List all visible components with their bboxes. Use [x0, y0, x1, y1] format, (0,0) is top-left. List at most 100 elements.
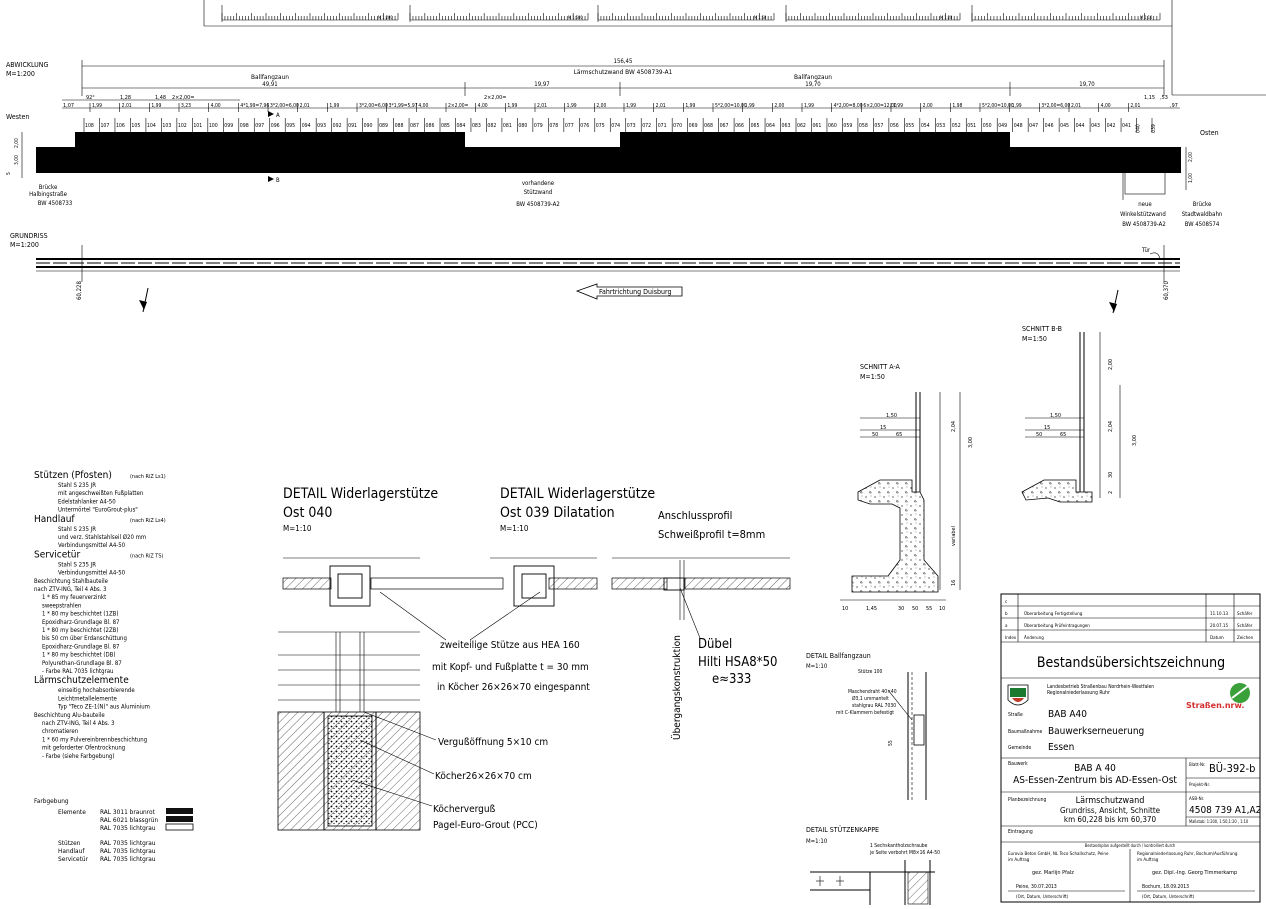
aa-dim-7: variabel	[951, 526, 957, 546]
grundriss-title: GRUNDRISS	[10, 232, 48, 240]
west-label: Westen	[6, 113, 29, 121]
bb-dim-9: 2	[1108, 491, 1114, 494]
post-number-072: 072	[642, 123, 651, 129]
spec-line-2-7: Epoxidharz-Grundlage Bl. 87	[42, 619, 119, 626]
sub-dim-24: 1,99	[804, 103, 814, 109]
post-number-090: 090	[364, 123, 373, 129]
station-left: 60,228	[76, 281, 83, 300]
gemeinde-value: Essen	[1048, 742, 1074, 753]
sub-dim-3: 3,23	[181, 103, 191, 109]
h-label-l3: 5	[6, 172, 12, 175]
stuetze-note-3: in Köcher 26×26×70 eingespannt	[437, 682, 590, 693]
strasse-value: BAB A40	[1048, 709, 1087, 720]
post-number-061: 061	[812, 123, 821, 129]
spec-line-2-13: - Farbe RAL 7035 lichtgrau	[42, 668, 113, 675]
post-number-067: 067	[720, 123, 729, 129]
post-number-051: 051	[967, 123, 976, 129]
rev-date-2: 20.07.15	[1210, 623, 1228, 629]
post-number-052: 052	[952, 123, 961, 129]
aa-dim-6: 3,00	[968, 437, 974, 448]
seg3-label: Ballfangzaun	[794, 73, 832, 81]
new-wall-3: BW 4508739-A2	[1122, 221, 1166, 228]
post-number-057: 057	[874, 123, 883, 129]
aa-title: SCHNITT A-A	[860, 363, 901, 371]
seg1-dim: 49,91	[262, 81, 277, 88]
h-label-r2: 1,00	[1188, 173, 1194, 183]
sub-dim-34: 4,00	[1101, 103, 1111, 109]
rev-date-3: Datum	[1210, 635, 1224, 641]
eintragung-label: Eintragung	[1008, 829, 1033, 835]
post-number-070: 070	[673, 123, 682, 129]
kappe-note-1: 1 Sechskantholzschraube	[870, 843, 928, 849]
spec-line-2-4: 1 * 85 my feuerverzinkt	[42, 594, 106, 601]
sub-dim-20: 1,99	[685, 103, 695, 109]
rev-name-3: Zeichen	[1237, 635, 1254, 641]
spec-line-2-8: 1 * 80 my beschichtet (2ZB)	[42, 627, 118, 634]
bb-dim-1: 1,50	[1050, 413, 1061, 419]
post-number-068: 068	[704, 123, 713, 129]
post-number-042: 042	[1107, 123, 1116, 129]
door-label: Tür	[1141, 247, 1151, 254]
post-number-049: 049	[998, 123, 1007, 129]
center-note-1: vorhandene	[522, 180, 555, 187]
spec-line-2-0: Stahl S 235 JR	[58, 561, 96, 568]
post-number-079: 079	[534, 123, 543, 129]
spec-line-3-7: mit geforderter Ofentrocknung	[42, 745, 125, 752]
left-dim-2x2: 2×2,00=	[172, 95, 194, 101]
elevation-view: ABWICKLUNG M=1:200 Westen Osten 156,45 L…	[6, 58, 1222, 228]
scale-label-3: M 1:50	[754, 15, 767, 20]
post-number-082: 082	[487, 123, 496, 129]
farb-other-2-code: RAL 7035 lichtgrau	[100, 847, 156, 855]
sub-dim-6: 3*2,00=6,00	[270, 103, 299, 109]
bauwerk-2: AS-Essen-Zentrum bis AD-Essen-Ost	[1013, 775, 1177, 786]
duebel-3: e≈333	[712, 672, 751, 687]
anschluss-2: Schweißprofil t=8mm	[658, 528, 765, 541]
direction-arrow	[575, 283, 683, 300]
rev-idx-2: a	[1005, 624, 1008, 629]
post-number-107: 107	[100, 123, 109, 129]
koecherverguss-1: Köcherverguß	[433, 804, 496, 815]
post-040-plan	[329, 565, 371, 607]
spec-head-3: Lärmschutzelemente	[34, 675, 129, 686]
bauwerk-1: BAB A 40	[1074, 763, 1116, 774]
rev-idx-0: c	[1005, 600, 1007, 605]
massnahme-value: Bauwerkserneuerung	[1048, 726, 1144, 737]
farb-row-2: RAL 6021 blassgrün	[100, 816, 158, 824]
spec-ref-2: (nach RiZ TS)	[130, 553, 163, 559]
marker-a-label: A	[276, 112, 280, 119]
wall-base-band	[36, 147, 1181, 173]
bridge-left-2: Halbingstraße	[29, 191, 68, 198]
rev-idx-3: Index	[1005, 635, 1017, 641]
sub-dim-33: 2,01	[1071, 103, 1081, 109]
direction-label: Fahrtrichtung Duisburg	[599, 288, 671, 296]
post-number-093: 093	[317, 123, 326, 129]
station-right: 60,370	[1163, 281, 1170, 300]
sub-dim-10: 3*1,99=5,97	[389, 103, 418, 109]
post-number-096: 096	[271, 123, 280, 129]
post-039-plan	[513, 565, 555, 607]
farb-other-3-code: RAL 7035 lichtgrau	[100, 855, 156, 863]
post-number-094: 094	[302, 123, 311, 129]
post-number-076: 076	[580, 123, 589, 129]
bridge-right-1: Brücke	[1193, 201, 1212, 208]
sub-dim-25: 4*2,00=8,00	[834, 103, 863, 109]
post-number-103: 103	[162, 123, 171, 129]
rev-date-1: 11.10.13	[1210, 611, 1228, 617]
color-legend: Farbgebung Elemente RAL 3011 braunrot RA…	[34, 797, 194, 863]
total-dim: 156,45	[614, 58, 633, 65]
post-number-098: 098	[240, 123, 249, 129]
swatch-lichtgrau	[165, 823, 194, 831]
detail-widerlager: DETAIL Widerlagerstütze Ost 040 M=1:10 D…	[277, 486, 791, 831]
verguss-label: Vergußöffnung 5×10 cm	[438, 737, 548, 748]
bridge-right-2: Stadtwaldbahn	[1182, 211, 1223, 218]
sub-dim-13: 4,00	[478, 103, 488, 109]
stuetze-note-1: zweiteilige Stütze aus HEA 160	[440, 640, 580, 651]
sub-dim-21: 5*2,00=10,00	[715, 103, 747, 109]
org-2: Regionalniederlassung Ruhr	[1047, 690, 1110, 696]
spec-text: Stützen (Pfosten)(nach RiZ Ls1)Stahl S 2…	[34, 470, 166, 760]
uebergang-label: Übergangskonstruktion	[670, 635, 683, 740]
right-sign: gez. Dipl.-Ing. Georg Timmerkamp	[1152, 870, 1237, 876]
d1-scale: M=1:10	[283, 524, 312, 533]
post-number-040: 040	[1136, 124, 1142, 133]
koecher-fill	[327, 715, 373, 827]
